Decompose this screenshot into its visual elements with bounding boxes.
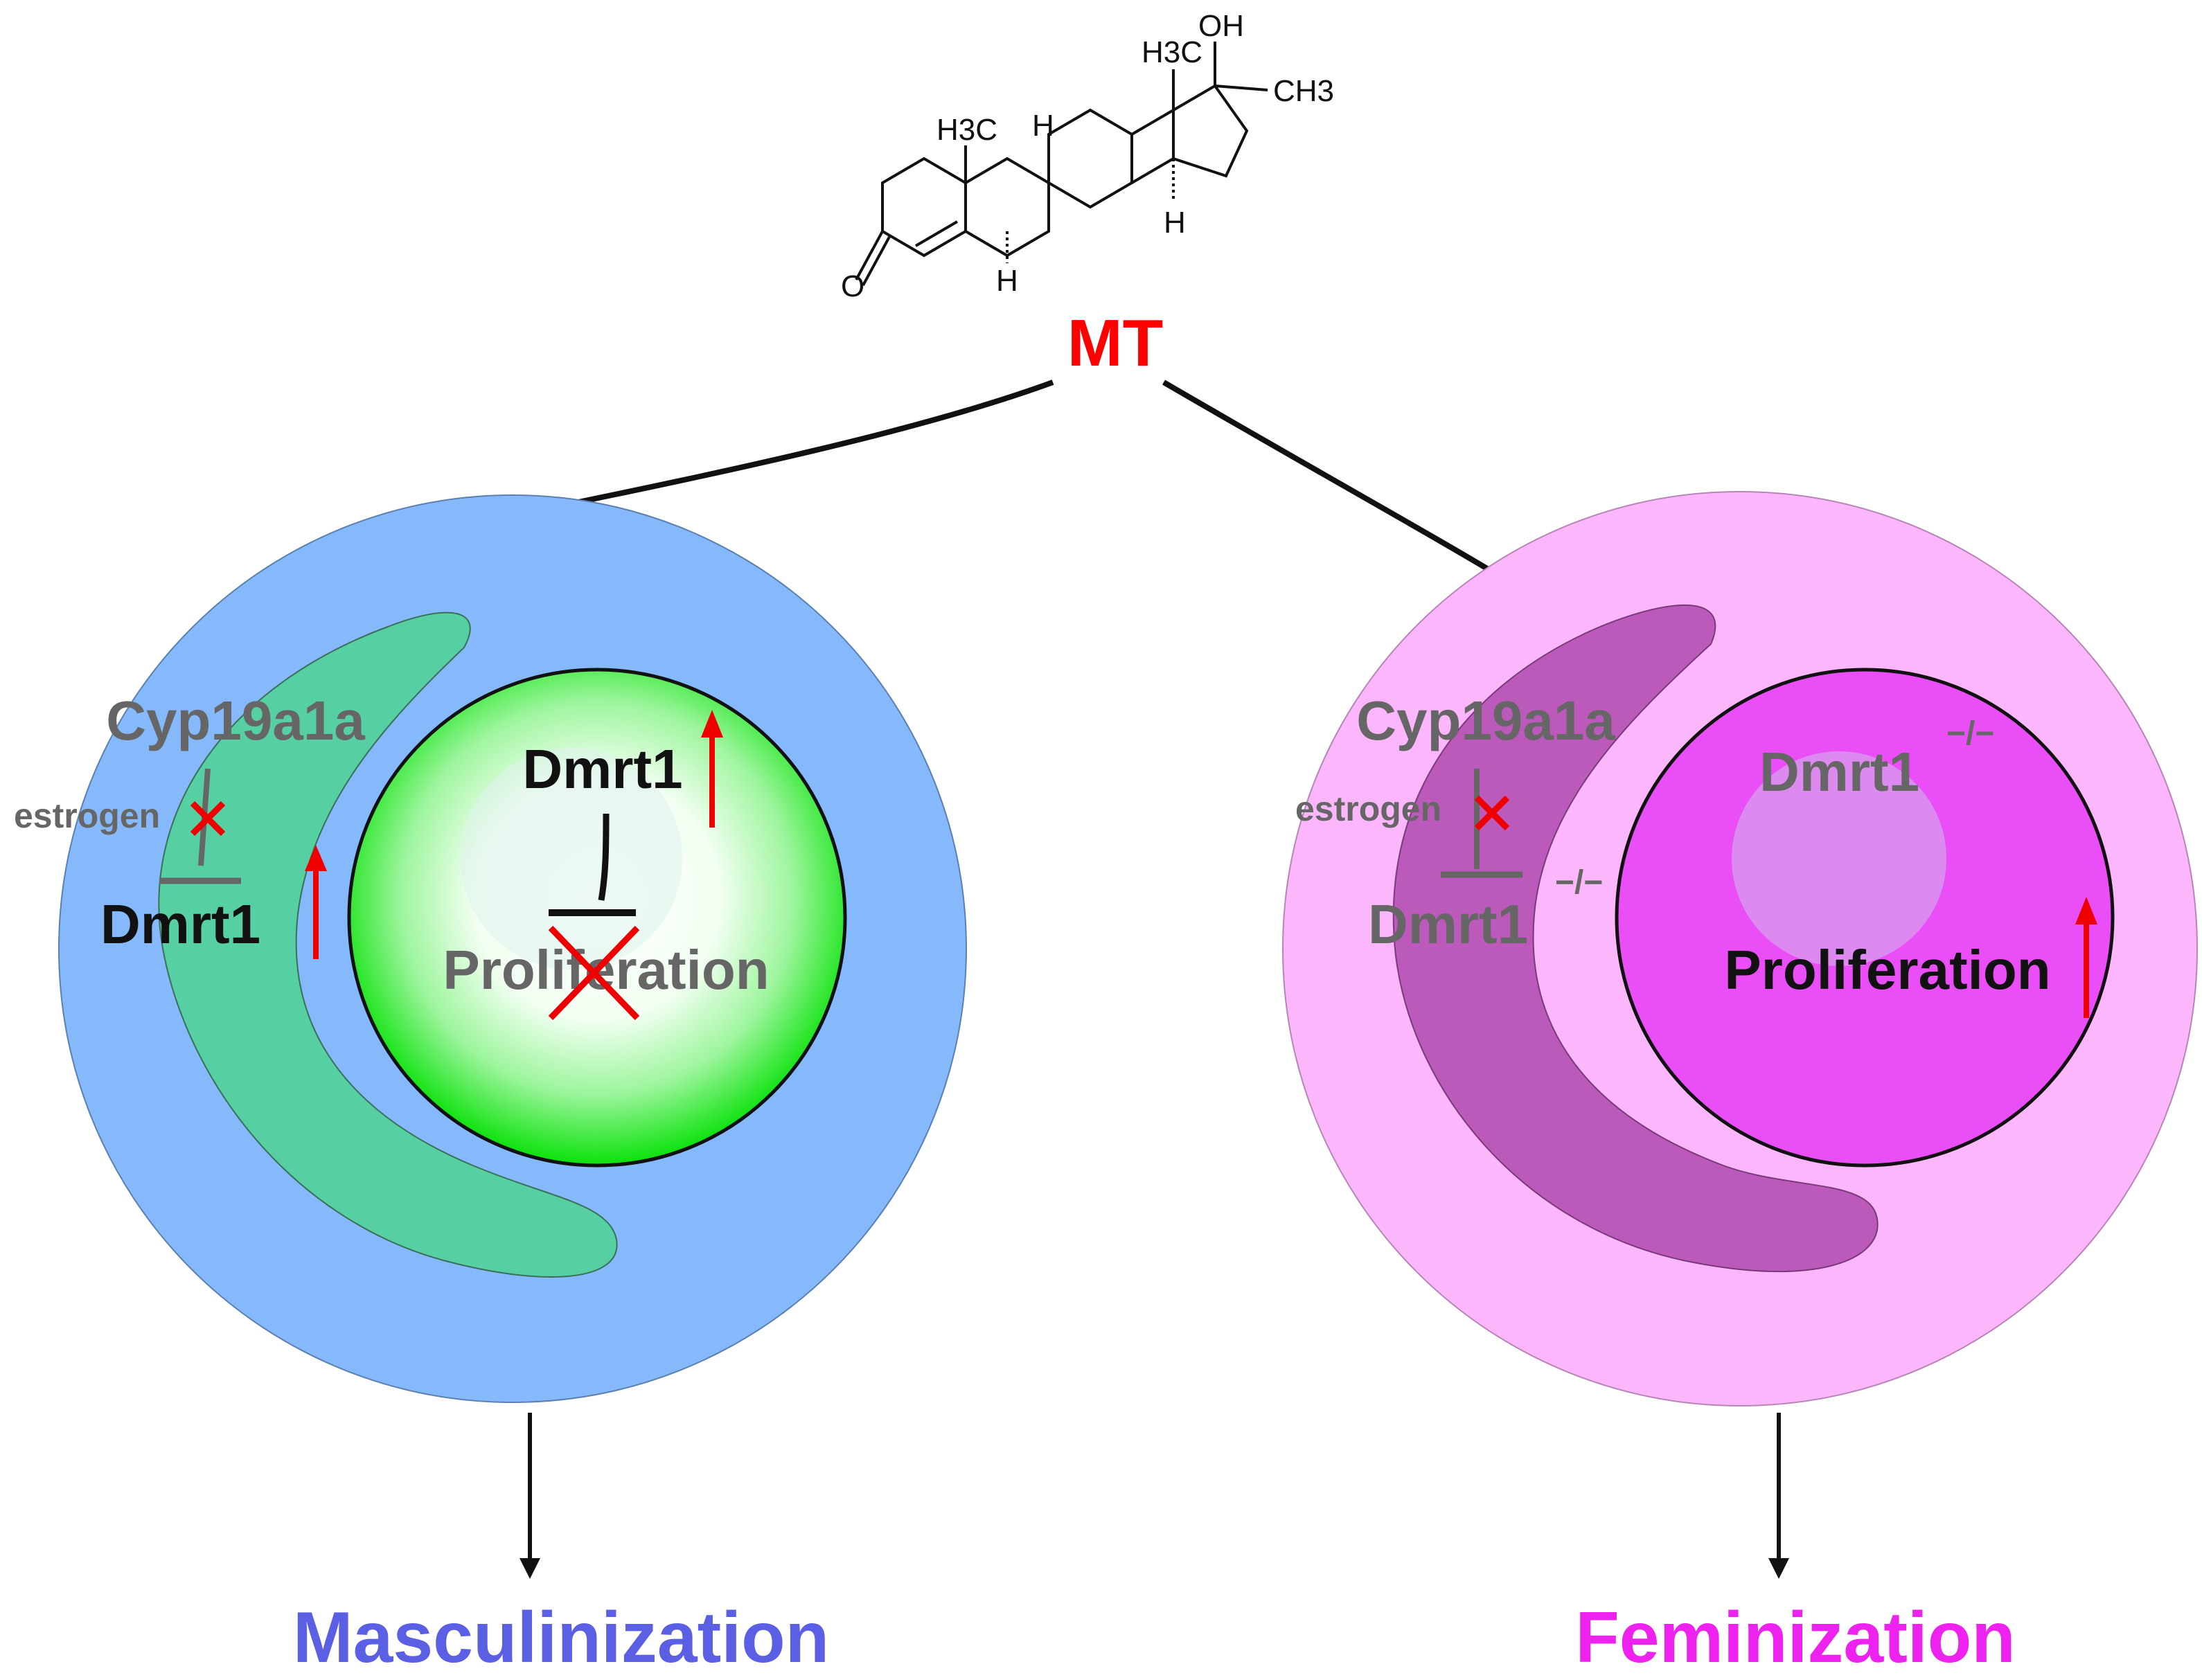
right-nucleolus — [1732, 751, 1946, 966]
right-crescent — [1392, 604, 1879, 1273]
oh-group-label: OH — [1198, 9, 1244, 43]
right-cell: Cyp19a1a estrogen Dmrt1 −/− Dmrt1 −/− Pr… — [1282, 491, 2198, 1406]
mt-label: MT — [1067, 306, 1164, 380]
left-proliferation-blocked-x — [548, 925, 640, 1021]
left-nucleus-up-arrow-icon — [701, 710, 723, 738]
oxygen-label: O — [841, 269, 864, 303]
right-proliferation-up-arrow-icon — [2075, 897, 2097, 924]
h3c-top-label: H3C — [1142, 35, 1202, 69]
left-proliferation-label: Proliferation — [443, 939, 769, 1001]
left-crescent — [158, 611, 618, 1278]
left-dmrt1-cytoplasm-label: Dmrt1 — [100, 893, 260, 955]
masculinization-label: Masculinization — [293, 1598, 829, 1678]
mt-molecule-structure — [855, 42, 1268, 286]
right-dmrt1-nucleus-knockout-superscript: −/− — [1946, 715, 1994, 752]
right-cyp19a1a-label: Cyp19a1a — [1356, 690, 1615, 751]
left-dmrt1-up-arrow-icon — [305, 845, 327, 871]
h3c-left-label: H3C — [936, 113, 997, 147]
right-dmrt1-cytoplasm-label: Dmrt1 — [1368, 893, 1528, 955]
feminization-label: Feminization — [1575, 1598, 2016, 1678]
ch3-group-label: CH3 — [1273, 74, 1334, 108]
left-estrogen-label: estrogen — [14, 796, 160, 835]
left-cyp19a1a-label: Cyp19a1a — [106, 690, 365, 751]
right-dmrt1-cytoplasm-knockout-superscript: −/− — [1555, 864, 1603, 901]
h-bottom-left-label: H — [996, 264, 1018, 298]
right-dmrt1-nucleus-label: Dmrt1 — [1759, 741, 1919, 803]
left-cell: Cyp19a1a estrogen Dmrt1 Dmrt1 Proliferat… — [14, 494, 967, 1403]
right-estrogen-label: estrogen — [1295, 789, 1441, 828]
h-bottom-right-label: H — [1164, 206, 1186, 240]
h-center-label: H — [1032, 109, 1054, 143]
left-dmrt1-inhibits-proliferation-line — [598, 813, 610, 901]
right-proliferation-label: Proliferation — [1724, 939, 2050, 1001]
right-estrogen-blocked-x — [1474, 795, 1510, 831]
left-estrogen-blocked-x — [190, 801, 226, 837]
mt-molecule-labels: OH CH3 H3C H3C H H H O — [841, 9, 1334, 303]
left-dmrt1-nucleus-label: Dmrt1 — [522, 738, 682, 800]
